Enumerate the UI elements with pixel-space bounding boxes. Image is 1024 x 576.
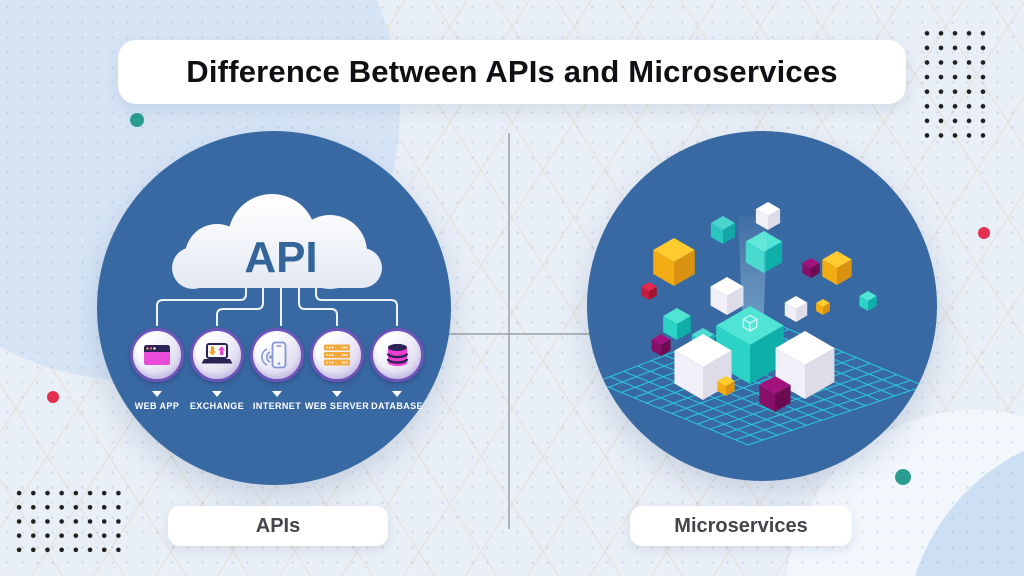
arrow-down-icon: [272, 391, 282, 397]
endpoint-label: EXCHANGE: [189, 401, 245, 411]
red-accent-dot: [47, 391, 59, 403]
red-accent-dot: [978, 227, 990, 239]
horizontal-divider: [427, 333, 597, 335]
endpoint-label: WEB SERVER: [304, 401, 370, 411]
teal-accent-dot: [895, 469, 911, 485]
dots-pattern-top-right: [920, 26, 991, 144]
arrow-down-icon: [332, 391, 342, 397]
web-server-icon: [310, 328, 364, 382]
arrow-down-icon: [392, 391, 402, 397]
endpoint-label: WEB APP: [134, 401, 180, 411]
endpoint-exchange: EXCHANGE: [185, 328, 249, 411]
internet-icon: [250, 328, 304, 382]
page-title: Difference Between APIs and Microservice…: [186, 54, 838, 89]
endpoint-internet: INTERNET: [245, 328, 309, 411]
microservices-circle: [587, 131, 937, 481]
apis-caption-pill: APIs: [168, 506, 388, 546]
dots-pattern-bottom-left: [12, 486, 126, 557]
title-banner: Difference Between APIs and Microservice…: [118, 40, 906, 104]
endpoint-web-server: WEB SERVER: [305, 328, 369, 411]
exchange-icon: [190, 328, 244, 382]
apis-caption: APIs: [255, 514, 301, 537]
endpoint-label: DATABASE: [371, 401, 423, 411]
endpoint-database: DATABASE: [365, 328, 429, 411]
arrow-down-icon: [152, 391, 162, 397]
microservices-caption: Microservices: [674, 514, 808, 537]
arrow-down-icon: [212, 391, 222, 397]
endpoint-web-app: WEB APP: [125, 328, 189, 411]
web-app-icon: [130, 328, 184, 382]
teal-accent-dot: [130, 113, 144, 127]
vertical-divider: [508, 133, 510, 529]
microservices-caption-pill: Microservices: [630, 506, 852, 546]
apis-circle: [97, 131, 451, 485]
database-icon: [370, 328, 424, 382]
endpoint-label: INTERNET: [252, 401, 302, 411]
